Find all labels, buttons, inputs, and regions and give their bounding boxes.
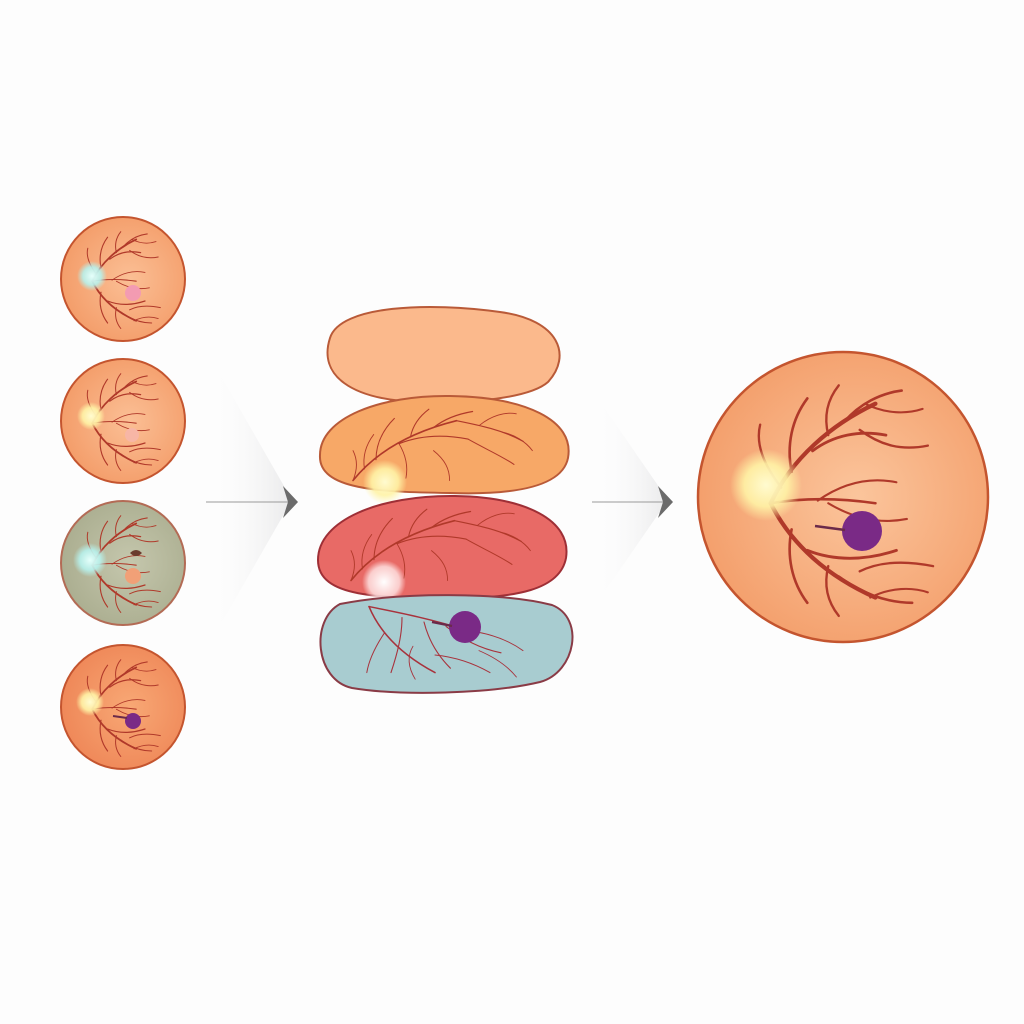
lesion-icon xyxy=(814,524,846,532)
lesion-icon xyxy=(125,568,141,584)
optic-disc-icon xyxy=(77,261,107,291)
lesion-icon xyxy=(112,715,128,719)
lesion-icon xyxy=(130,550,142,556)
layer-1 xyxy=(326,306,561,404)
lesion-icon xyxy=(125,285,141,301)
layer-3 xyxy=(316,494,568,604)
input-fundus-4 xyxy=(60,644,186,770)
input-fundus-3 xyxy=(60,500,186,626)
optic-disc-icon xyxy=(77,402,105,430)
input-fundus-2 xyxy=(60,358,186,484)
lesion-icon xyxy=(125,428,139,442)
optic-disc-icon xyxy=(73,543,107,577)
lesion-icon xyxy=(842,511,882,551)
layer-4 xyxy=(319,594,574,694)
output-fundus xyxy=(696,350,990,644)
lesion-icon xyxy=(431,620,453,628)
lesion-icon xyxy=(125,713,141,729)
lesion-icon xyxy=(449,611,481,643)
input-fundus-1 xyxy=(60,216,186,342)
layer-2 xyxy=(318,394,570,504)
arrow-1-icon xyxy=(206,350,298,650)
arrow-2-icon xyxy=(592,390,673,610)
optic-disc-icon xyxy=(76,688,104,716)
optic-disc-icon xyxy=(730,449,802,521)
optic-disc-icon xyxy=(363,460,407,504)
optic-disc-icon xyxy=(362,560,406,604)
